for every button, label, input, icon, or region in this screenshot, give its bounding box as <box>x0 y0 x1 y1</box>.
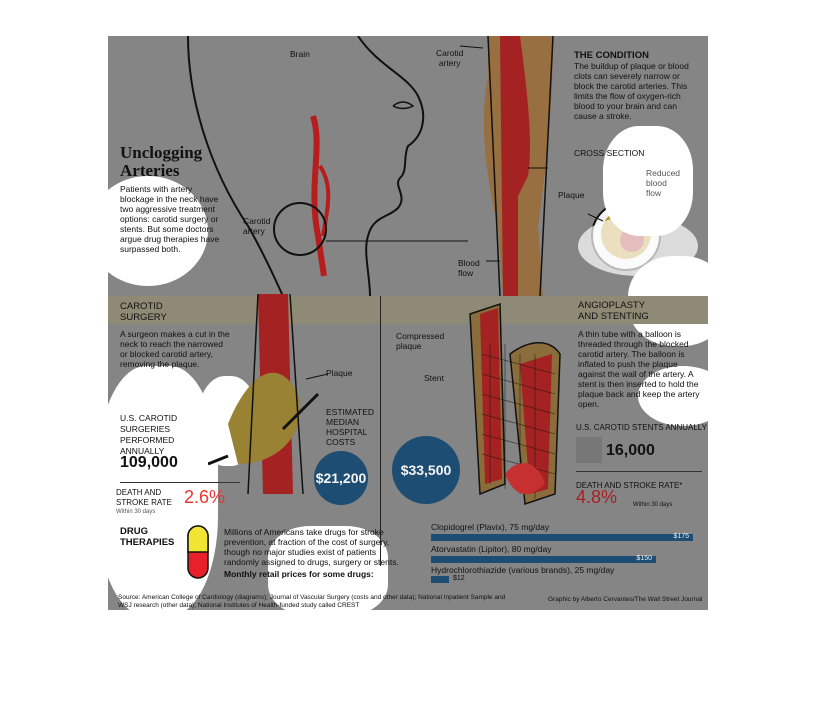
label-reduced-blood-flow: Reduced blood flow <box>646 168 681 198</box>
highlight-blob-1 <box>108 176 208 286</box>
section-divider <box>380 296 381 566</box>
label-carotid-artery-left: Carotid artery <box>243 216 271 236</box>
drug-price-bar-3 <box>431 576 449 583</box>
stenting-heading: ANGIOPLASTY AND STENTING <box>578 300 649 322</box>
surgery-count-value: 109,000 <box>120 454 178 471</box>
surgery-death-note: Within 30 days <box>116 509 156 515</box>
stenting-death-note: Within 30 days <box>633 502 673 508</box>
stent-count-swatch <box>576 437 602 463</box>
pill-icon <box>187 525 209 579</box>
label-blood-flow: Blood flow <box>458 258 480 278</box>
surgery-death-label: DEATH AND STROKE RATE <box>116 488 172 507</box>
stenting-count-label: U.S. CAROTID STENTS ANNUALLY <box>576 423 707 432</box>
drug-price-label-3: $12 <box>453 575 465 582</box>
drug-price-label-1: $175 <box>673 533 689 540</box>
source-note: Source: American College of Cardiology (… <box>118 594 506 609</box>
surgery-heading: CAROTID SURGERY <box>120 301 167 323</box>
label-brain: Brain <box>290 49 310 59</box>
label-carotid-artery-top: Carotid artery <box>436 48 464 68</box>
stenting-death-value: 4.8% <box>576 487 618 507</box>
condition-heading: THE CONDITION <box>574 50 649 61</box>
stenting-text: A thin tube with a balloon is threaded t… <box>578 329 700 409</box>
drugs-prices-label: Monthly retail prices for some drugs: <box>224 569 374 579</box>
label-plaque-surgery: Plaque <box>326 368 353 378</box>
drug-name-2: Atorvastatin (Lipitor), 80 mg/day <box>431 544 552 554</box>
surgery-count-label: U.S. CAROTID SURGERIES PERFORMED ANNUALL… <box>120 413 178 456</box>
drug-price-label-2: $150 <box>636 555 652 562</box>
drug-name-1: Clopidogrel (Plavix), 75 mg/day <box>431 522 550 532</box>
page-title: Unclogging Arteries <box>120 143 203 180</box>
cross-section-label: CROSS SECTION <box>574 148 645 158</box>
surgery-rule <box>120 482 240 483</box>
costs-label: ESTIMATED MEDIAN HOSPITAL COSTS <box>326 407 375 447</box>
stenting-count-value: 16,000 <box>606 442 655 459</box>
credit-note: Graphic by Alberto Cervantes/The Wall St… <box>548 596 703 603</box>
stent-illustration <box>469 302 561 506</box>
stent-cost-circle: $33,500 <box>392 436 460 504</box>
label-compressed-plaque: Compressed plaque <box>396 331 445 351</box>
highlight-blob-7 <box>638 366 708 426</box>
drug-name-3: Hydrochlorothiazide (various brands), 25… <box>431 565 615 575</box>
surgery-death-value: 2.6% <box>184 487 226 507</box>
intro-text: Patients with artery blockage in the nec… <box>120 184 220 254</box>
stenting-rule <box>576 471 702 472</box>
label-stent: Stent <box>424 373 444 383</box>
drug-price-bar-1 <box>431 534 693 541</box>
label-plaque-top: Plaque <box>558 190 585 200</box>
condition-text: The buildup of plaque or blood clots can… <box>574 61 689 121</box>
drugs-heading: DRUG THERAPIES <box>120 526 175 548</box>
section-band <box>108 296 708 324</box>
stenting-death-label: DEATH AND STROKE RATE* <box>576 481 683 490</box>
surgery-illustration <box>208 294 329 495</box>
drugs-text: Millions of Americans take drugs for str… <box>224 527 399 567</box>
infographic-panel: Unclogging Arteries Patients with artery… <box>108 36 708 610</box>
surgery-cost-circle: $21,200 <box>314 451 368 505</box>
surgery-text: A surgeon makes a cut in the neck to rea… <box>120 329 230 369</box>
highlight-blob-8 <box>268 526 388 610</box>
drug-price-bar-2 <box>431 556 656 563</box>
